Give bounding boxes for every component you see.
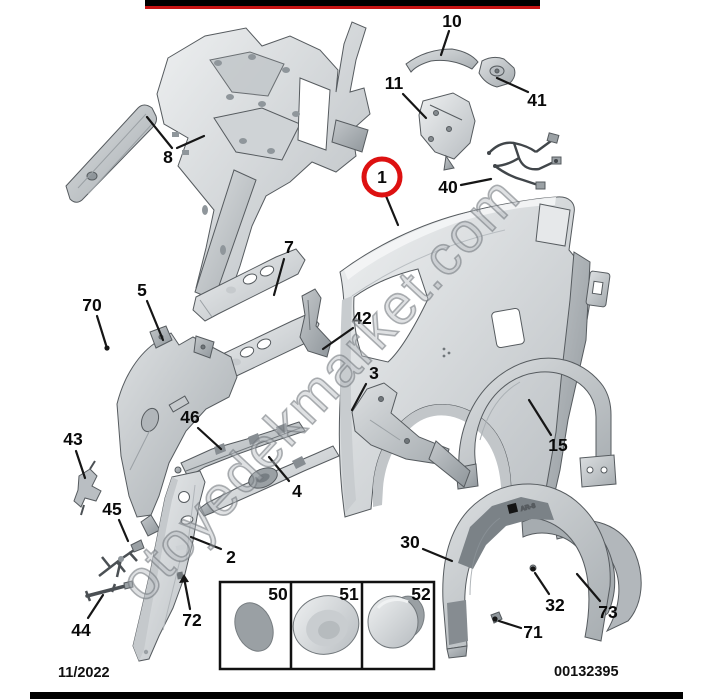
leader-line-3 — [350, 382, 368, 412]
leader-line-45 — [117, 518, 130, 543]
part-42-bracket — [299, 288, 332, 358]
leader-line-4 — [267, 455, 291, 483]
leader-line-42 — [321, 326, 355, 351]
callout-30: 30 — [400, 532, 420, 552]
part-top-left-assembly — [156, 21, 371, 303]
part-8-rail — [65, 104, 157, 203]
bottom-rule-bar — [30, 692, 683, 699]
callout-41: 41 — [527, 90, 547, 110]
callout-45: 45 — [102, 499, 122, 519]
leader-line-2 — [189, 535, 223, 551]
callout-8: 8 — [163, 147, 173, 167]
callout-52: 52 — [411, 584, 431, 604]
callout-51: 51 — [339, 584, 359, 604]
leader-dot-71 — [492, 616, 498, 622]
leader-line-32 — [533, 571, 551, 596]
callout-44: 44 — [71, 620, 91, 640]
part-2-panel — [132, 470, 206, 662]
part-40-harness — [487, 132, 562, 190]
part-1-quarter-panel — [338, 196, 611, 518]
top-rule-bar — [145, 0, 540, 6]
leader-line-70 — [95, 314, 108, 347]
part-30-wheel-liner: AR-8 — [442, 483, 616, 659]
callout-4: 4 — [292, 481, 302, 501]
part-10-strip — [405, 48, 479, 73]
leader-line-7 — [272, 257, 286, 297]
leader-line-41 — [495, 76, 530, 94]
leader-line-30 — [421, 547, 454, 563]
leader-line-10 — [439, 29, 451, 57]
footer-date: 11/2022 — [58, 665, 110, 681]
leader-line-73 — [575, 572, 602, 603]
callout-1: 1 — [377, 167, 387, 187]
callout-7: 7 — [284, 237, 294, 257]
callout-73: 73 — [598, 602, 618, 622]
callout-43: 43 — [63, 429, 83, 449]
callout-72: 72 — [182, 610, 202, 630]
leader-line-71 — [497, 619, 523, 630]
callout-50: 50 — [268, 584, 288, 604]
part-43-bracket — [73, 460, 102, 516]
callout-5: 5 — [137, 280, 147, 300]
part-4-strip — [198, 445, 340, 517]
leader-dot-32 — [530, 566, 536, 572]
leader-line-72 — [183, 581, 192, 611]
part-3-bracket — [351, 382, 471, 488]
leader-line-40 — [459, 177, 493, 187]
leader-line-8 — [145, 115, 174, 150]
callout-2: 2 — [226, 547, 236, 567]
leader-line-44 — [86, 593, 105, 620]
callout-71: 71 — [523, 622, 543, 642]
callout-70: 70 — [82, 295, 102, 315]
part-44-rod — [84, 580, 134, 602]
part-46-strip — [174, 421, 306, 478]
leader-line-11 — [401, 92, 428, 120]
leader-line-15 — [527, 398, 553, 437]
leader-line-43 — [74, 449, 87, 480]
leader-line-1 — [384, 194, 400, 227]
liner-marking-label: AR-8 — [520, 502, 537, 513]
leader-line-8-1 — [175, 134, 206, 150]
callout-11: 11 — [385, 73, 404, 93]
plug-52 — [367, 595, 425, 649]
part-41-bracket — [478, 56, 516, 88]
leader-line-46 — [196, 426, 223, 451]
callout-40: 40 — [438, 177, 458, 197]
leader-line-5 — [145, 299, 165, 342]
plug-50 — [234, 602, 274, 652]
callout-42: 42 — [352, 308, 372, 328]
part-5-70-assembly — [116, 325, 238, 537]
callout-15: 15 — [548, 435, 568, 455]
part-45-bracket — [98, 539, 145, 578]
callout-3: 3 — [369, 363, 379, 383]
footer-doc-number: 00132395 — [554, 664, 619, 680]
inset-box — [218, 580, 436, 671]
plug-51 — [292, 595, 360, 655]
top-rule-accent — [145, 6, 540, 9]
callout-10: 10 — [442, 11, 462, 31]
leader-arrow-72 — [179, 574, 189, 583]
callout-32: 32 — [545, 595, 565, 615]
leader-dot-70 — [104, 345, 110, 351]
part-11-bracket — [418, 92, 476, 171]
callout-46: 46 — [180, 407, 200, 427]
highlight-ring — [361, 156, 403, 198]
